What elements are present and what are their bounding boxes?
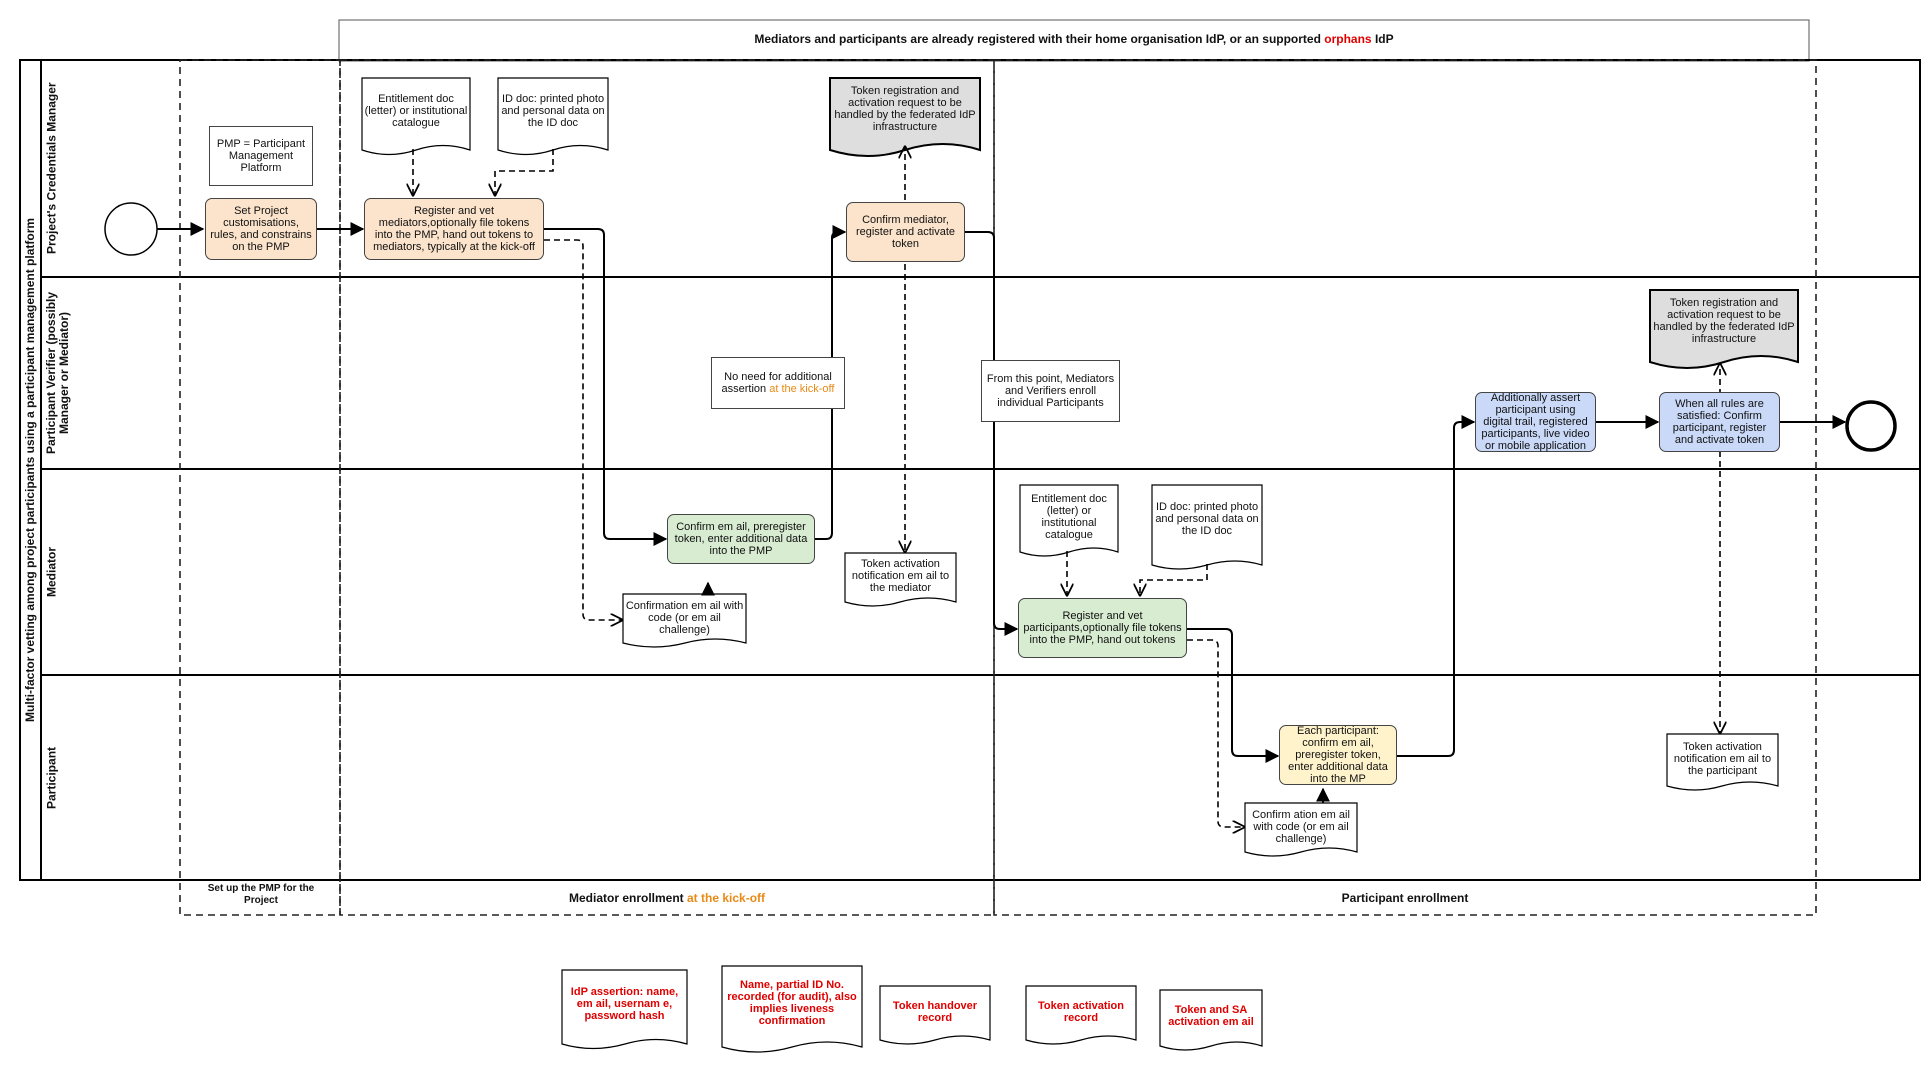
doc-token-act-participant-text: Token activation notification em ail to … [1673,741,1772,777]
doc-token-act-mediator-text: Token activation notification em ail to … [851,558,950,594]
legend-doc-3 [879,985,991,1045]
assoc-register-participants-to-confirm-code-2 [1187,639,1244,827]
document-shapes [361,77,1799,1053]
doc-confirm-email-1 [622,593,747,648]
phase-participant-label: Participant enrollment [1341,891,1469,905]
legend-token-sa-activation: Token and SA activation em ail [1168,1004,1254,1028]
doc-token-act-mediator [844,552,957,607]
note-no-need: No need for additional assertion at the … [711,357,845,409]
banner-text-after: IdP [1371,32,1394,46]
lane-mediator: Mediator [44,547,59,598]
task-each-participant[interactable]: Each participant: confirm em ail, prereg… [1279,725,1397,785]
legend-doc-5 [1159,989,1263,1051]
lane-participant: Participant [44,746,59,809]
phase-participant-frame [993,59,1817,916]
legend-doc-2 [721,965,863,1053]
doc-token-reg-2-text: Token registration and activation reques… [1653,297,1795,345]
task-register-mediators[interactable]: Register and vet mediators,optionally fi… [364,198,544,260]
legend-doc-4 [1025,985,1137,1045]
phase-mediator-label: Mediator enrollment at the kick-off [340,891,994,905]
phase-mediator-highlight: at the kick-off [687,891,766,905]
legend-idp-assertion: IdP assertion: name, em ail, usernam e, … [570,986,679,1022]
pool-title: Multi-factor vetting among project parti… [23,217,37,723]
doc-token-act-participant [1666,733,1779,791]
legend-token-activation: Token activation record [1038,1000,1124,1024]
task-all-rules[interactable]: When all rules are satisfied: Confirm pa… [1659,392,1780,452]
legend-token-handover: Token handover record [892,1000,978,1024]
task-set-project[interactable]: Set Project customisations, rules, and c… [205,198,317,260]
sequence-flows [157,222,1847,803]
banner-frame [338,19,1810,62]
flow-confirm-mediator-to-register-participants [965,231,1019,636]
start-event [104,202,158,256]
phase-mediator-text: Mediator enrollment [568,891,687,905]
flow-register-to-confirm-email [544,228,668,546]
lane-participant-verifier: Participant Verifier (possibly Manager o… [44,291,71,455]
data-associations [413,147,1720,827]
task-confirm-mediator[interactable]: Confirm mediator, register and activate … [846,202,965,262]
lane-credentials-manager: Project's Credentials Manager [44,82,59,255]
doc-entitlement-1-text: Entitlement doc (letter) or institutiona… [364,93,468,129]
banner-highlight: orphans [1324,32,1372,46]
note-no-need-highlight: at the kick-off [769,383,835,395]
banner-text-before: Mediators and participants are already r… [754,32,1325,46]
banner-text: Mediators and participants are already r… [339,32,1809,46]
assoc-id-2 [1140,564,1208,595]
phase-setup-label: Set up the PMP for the Project [207,883,315,906]
note-no-need-text: No need for additional assertion [721,371,832,395]
legend-doc-1 [561,969,688,1050]
phase-setup-frame [179,59,341,916]
doc-token-reg-1-text: Token registration and activation reques… [834,85,976,133]
doc-id-1-text: ID doc: printed photo and personal data … [501,93,605,129]
assoc-register-to-confirm-code-1 [544,239,622,620]
assoc-id-1 [495,149,554,195]
task-assert-participant[interactable]: Additionally assert participant using di… [1475,392,1596,452]
doc-confirm-email-1-text: Confirmation em ail with code (or em ail… [625,600,744,636]
flow-each-to-assert [1397,415,1476,757]
doc-token-reg-2 [1649,289,1799,369]
doc-entitlement-2 [1019,484,1119,557]
end-event [1845,400,1897,452]
note-from-this-point: From this point, Mediators and Verifiers… [981,360,1120,422]
phase-mediator-frame [339,59,995,916]
doc-entitlement-1 [361,77,471,156]
note-pmp: PMP = Participant Management Platform [209,126,313,186]
legend-name-partial-id: Name, partial ID No. recorded (for audit… [727,979,857,1027]
flow-register-participants-to-each [1187,628,1280,763]
doc-entitlement-2-text: Entitlement doc (letter) or institutiona… [1031,493,1107,541]
task-confirm-email-mediator[interactable]: Confirm em ail, preregister token, enter… [667,514,815,564]
task-register-participants[interactable]: Register and vet participants,optionally… [1018,598,1187,658]
doc-confirm-email-2-text: Confirm ation em ail with code (or em ai… [1252,809,1350,845]
doc-id-2-text: ID doc: printed photo and personal data … [1155,501,1259,537]
doc-confirm-email-2 [1244,802,1358,857]
